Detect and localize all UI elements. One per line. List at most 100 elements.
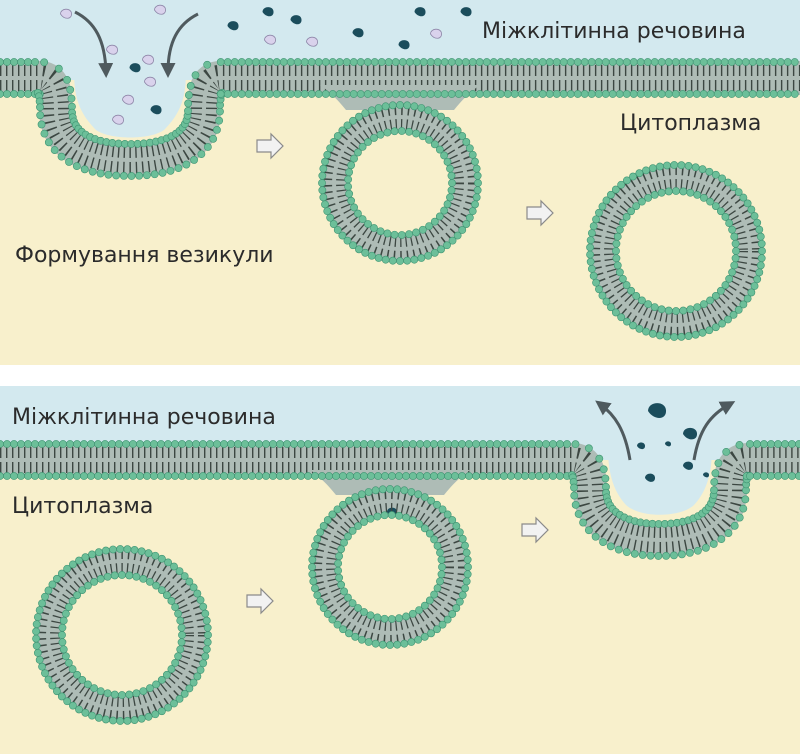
lipid-head <box>755 58 764 66</box>
lipid-head <box>711 170 720 179</box>
lipid-head <box>343 121 352 130</box>
lipid-head <box>201 652 210 661</box>
lipid-head <box>125 690 134 699</box>
lipid-head <box>175 695 184 703</box>
lipid-head <box>326 144 335 153</box>
lipid-head <box>58 623 67 632</box>
lipid-head <box>397 231 406 239</box>
lipid-head <box>462 548 471 557</box>
step-arrow-icon <box>521 516 549 544</box>
lipid-head <box>684 332 693 340</box>
lipid-head <box>443 510 452 519</box>
lipid-head <box>622 90 631 98</box>
lipid-head <box>545 58 554 66</box>
lipid-head <box>685 58 694 66</box>
lipid-head <box>321 58 330 66</box>
lipid-head <box>370 224 378 232</box>
lipid-head <box>758 247 766 255</box>
lipid-head <box>425 222 433 231</box>
lipid-head <box>402 472 410 480</box>
lipid-head <box>276 440 284 448</box>
lipid-head <box>602 196 611 205</box>
lipid-head <box>61 652 70 661</box>
lipid-head <box>705 167 714 176</box>
lipid-head <box>395 472 403 480</box>
lipid-head <box>419 90 428 98</box>
lipid-head <box>424 251 433 260</box>
lipid-head <box>762 58 771 66</box>
lipid-head <box>496 90 505 98</box>
lipid-head <box>629 58 638 66</box>
lipid-head <box>386 485 394 493</box>
lipid-head <box>664 90 673 98</box>
lipid-head <box>370 58 379 66</box>
lipid-head <box>650 303 659 312</box>
lipid-head <box>462 220 471 228</box>
lipid-head <box>358 215 367 224</box>
lipid-head <box>304 472 312 480</box>
lipid-head <box>461 584 469 593</box>
lipid-head <box>706 90 715 98</box>
lipid-head <box>373 512 382 521</box>
lipid-head <box>462 577 471 586</box>
lipid-head <box>587 264 596 273</box>
lipid-head <box>35 606 44 615</box>
lipid-head <box>654 552 663 560</box>
lipid-head <box>66 472 74 480</box>
cargo-particle <box>106 44 118 55</box>
lipid-head <box>81 553 90 562</box>
lipid-head <box>265 58 274 66</box>
lipid-head <box>52 440 60 448</box>
lipid-head <box>132 572 141 581</box>
lipid-head <box>44 675 53 684</box>
lipid-head <box>272 90 281 98</box>
lipid-head <box>412 58 421 66</box>
lipid-head <box>679 187 688 196</box>
lipid-head <box>206 472 214 480</box>
lipid-head <box>361 248 370 257</box>
lipid-head <box>101 472 109 480</box>
lipid-head <box>346 440 354 448</box>
lipid-head <box>84 680 92 689</box>
lipid-head <box>642 166 650 175</box>
lipid-head <box>725 274 734 283</box>
label-vesicle-formation: Формування везикули <box>15 243 274 268</box>
lipid-head <box>323 207 332 216</box>
lipid-head <box>701 543 710 552</box>
lipid-head <box>164 472 172 480</box>
lipid-head <box>755 90 764 98</box>
lipid-head <box>318 440 326 448</box>
lipid-head <box>622 213 631 221</box>
lipid-head <box>693 190 702 199</box>
lipid-head <box>316 528 325 537</box>
lipid-head <box>279 58 288 66</box>
lipid-head <box>196 596 205 604</box>
lipid-head <box>334 559 343 568</box>
lipid-head <box>328 510 337 519</box>
lipid-head <box>197 150 206 159</box>
lipid-head <box>672 187 680 195</box>
lipid-head <box>373 613 382 622</box>
lipid-head <box>586 257 595 266</box>
lipid-head <box>357 635 366 644</box>
lipid-head <box>458 226 467 234</box>
lipid-head <box>629 172 637 181</box>
lipid-head <box>64 603 73 612</box>
lipid-head <box>735 513 744 522</box>
lipid-head <box>743 199 752 208</box>
lipid-head <box>388 101 397 110</box>
lipid-head <box>405 230 413 239</box>
lipid-head <box>458 472 466 480</box>
lipid-head <box>781 440 789 448</box>
lipid-head <box>57 152 66 161</box>
lipid-head <box>110 571 119 580</box>
lipid-head <box>451 440 459 448</box>
lipid-head <box>507 472 515 480</box>
lipid-head <box>692 58 701 66</box>
lipid-head <box>405 90 414 98</box>
lipid-head <box>177 623 186 632</box>
lipid-head <box>475 58 484 66</box>
lipid-head <box>64 658 73 667</box>
lipid-head <box>41 592 49 601</box>
lipid-head <box>612 254 621 263</box>
